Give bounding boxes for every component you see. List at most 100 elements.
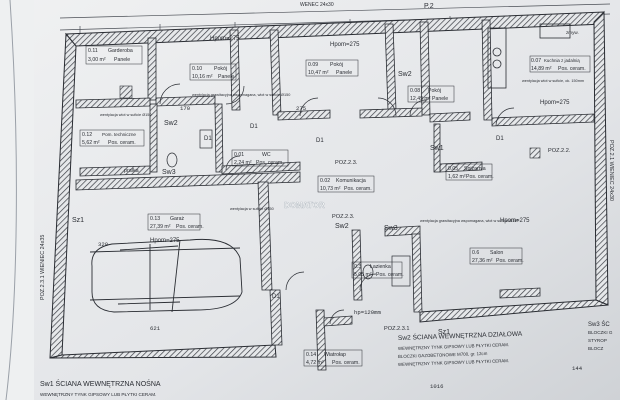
legend-line: WEWNĘTRZNY TYNK GIPSOWY LUB PŁYTKI CERAM… bbox=[398, 358, 509, 367]
side-label-left: POZ.2.3.1 WIENIEC 24x35 bbox=[40, 235, 46, 300]
room-name: Pokój bbox=[330, 62, 343, 68]
room-floor: Pos. ceram. bbox=[558, 66, 586, 72]
room-area: 1,62 m² bbox=[448, 174, 466, 180]
legend-line: BLOCZKI G bbox=[588, 330, 613, 335]
legend-line: STYROP bbox=[588, 338, 607, 343]
room-name: WC bbox=[262, 152, 271, 158]
dimension-value: 170 bbox=[180, 105, 191, 112]
legend-line: BLOCZKI GAZOBETONOWE M700, gr. 12cm bbox=[398, 351, 488, 359]
room-id: 0.6 bbox=[472, 250, 479, 256]
room-name: Kuchnia z jadalnią bbox=[544, 58, 580, 63]
room-kuchnia: 0.07 Kuchnia z jadalnią 14,89 m² Pos. ce… bbox=[529, 55, 591, 73]
wall-tags: Sw2 Sw2 Sw3 Sw1 Sz1 Sz1 Sw2 Sw3 bbox=[72, 71, 450, 336]
ventilation-note: wentylacja wlot w suficie Ø150 bbox=[100, 113, 152, 117]
room-floor: Pos. ceram. bbox=[256, 160, 284, 166]
room-salon: 0.6 Salon 27,36 m² Pos. ceram. bbox=[469, 247, 524, 265]
poz-label: POZ.2.2. bbox=[548, 148, 571, 154]
poz-label: POZ.2.3. bbox=[332, 214, 355, 220]
door-label: D1 bbox=[316, 138, 324, 144]
ventilation-note: wentylacja grawitacyjna wspomagana, wlot… bbox=[192, 93, 290, 97]
paper-margin-left bbox=[0, 0, 34, 400]
wall-tag: Sw1 bbox=[430, 145, 444, 152]
height-label: Hpom=275 bbox=[540, 100, 570, 106]
room-area: 12,49 m² bbox=[410, 96, 431, 102]
room-wc: 0.01 WC 2,24 m² Pos. ceram. bbox=[231, 149, 289, 167]
ventilation-note: wentylacja w suficie Ø150 bbox=[230, 207, 274, 211]
hatched-column bbox=[119, 85, 541, 159]
poz-labels: POZ.2.3. POZ.2.3. POZ.2.2. POZ.2.3.1 bbox=[332, 148, 571, 332]
kitchen-cabinets bbox=[487, 23, 571, 89]
room-area: 27,39 m² bbox=[150, 224, 171, 230]
height-label: Hpom=275 bbox=[330, 42, 360, 48]
room-floor: Panele bbox=[218, 74, 234, 80]
room-area: 4,72 m² bbox=[306, 360, 324, 366]
dimension-value: hp=120mm bbox=[354, 309, 381, 316]
ventilation-notes: wentylacja grawitacyjna wspomagana, wlot… bbox=[100, 79, 584, 223]
room-id: 0.10 bbox=[192, 66, 202, 72]
wc-fixtures bbox=[166, 129, 411, 287]
room-id: 0.13 bbox=[150, 216, 160, 222]
room-floor: Pos. ceram. bbox=[344, 186, 372, 192]
door-label: D1 bbox=[204, 136, 212, 142]
wall-tag: Sw2 bbox=[335, 223, 349, 230]
door-labels: D1 D1 D1 D1 D1 bbox=[204, 124, 504, 300]
wall-tag: Sw2 bbox=[164, 120, 178, 127]
internal-walls bbox=[75, 19, 595, 371]
room-garderoba: 0.11 Garderoba 3,00 m² Panele bbox=[85, 45, 143, 65]
room-area: 5,62 m² bbox=[82, 140, 100, 146]
watermark-logo: DOMATOR bbox=[284, 201, 325, 210]
wall-tag: Sz1 bbox=[438, 329, 450, 336]
ventilation-note: wentylacja grawitacyjna wspomagana, wlot… bbox=[420, 219, 518, 223]
room-id: 0.09 bbox=[308, 62, 318, 68]
room-id: 0.01 bbox=[234, 152, 244, 158]
room-area: 10,73 m² bbox=[320, 186, 341, 192]
room-id: 0.08 bbox=[410, 88, 420, 94]
room-labels: 0.11 Garderoba 3,00 m² Panele 0.10 Pokój… bbox=[79, 45, 591, 367]
room-floor: Pos. ceram. bbox=[332, 360, 360, 366]
room-area: 2,24 m² bbox=[234, 160, 252, 166]
room-pom-techniczne: 0.12 Pom. techniczne 5,62 m² Pos. ceram. bbox=[79, 129, 145, 147]
dimension-labels: 170 320 621 1016 144 275 hp=120mm bbox=[98, 105, 583, 390]
room-komunikacja: 0.02 Komunikacja 10,73 m² Pos. ceram. bbox=[317, 175, 375, 193]
room-name: Łazienka bbox=[370, 264, 391, 270]
room-lazienka: 0.3 Łazienka 5,05 m² Pos. ceram. bbox=[351, 261, 404, 279]
room-floor: Pos. ceram. bbox=[496, 258, 524, 264]
room-id: 0.3 bbox=[354, 264, 361, 270]
room-name: Garaż bbox=[170, 216, 185, 222]
room-pokoj-3: 0.08 Pokój 12,49 m² Panele bbox=[407, 85, 455, 103]
room-name: Pokój bbox=[428, 88, 441, 94]
dimension-value: 275 bbox=[296, 105, 306, 112]
wall-tag: Sz1 bbox=[72, 217, 84, 224]
room-floor: Pos. ceram. bbox=[376, 272, 404, 278]
room-name: Komunikacja bbox=[336, 178, 366, 184]
legend-line: BLOCZ bbox=[588, 346, 604, 351]
room-pokoj-2: 0.09 Pokój 10,47 m² Panele bbox=[305, 59, 359, 77]
fixture-label: zmyw. bbox=[566, 30, 579, 35]
door-label: D1 bbox=[272, 294, 280, 300]
ventilation-note: wentylacja wlot w suficie, ok. 150mm bbox=[522, 79, 584, 83]
dimension-value: 1016 bbox=[430, 383, 443, 390]
room-id: 0.11 bbox=[88, 48, 98, 54]
door-label: D1 bbox=[496, 136, 504, 142]
room-id: 0.07 bbox=[531, 58, 541, 64]
wall-tag: Sw2 bbox=[398, 71, 412, 78]
legend-sw1: Sw1 ŚCIANA WEWNĘTRZNA NOŚNA WEWNĘTRZNY T… bbox=[40, 379, 161, 397]
legend-sw3: Sw3 ŚC BLOCZKI G STYROP BLOCZ bbox=[588, 320, 613, 351]
poz-label: POZ.2.3.1 bbox=[384, 326, 410, 332]
room-id: 0.05 bbox=[448, 166, 458, 172]
header-door-label: WENEC 24x30 bbox=[300, 2, 334, 8]
room-area: 27,36 m² bbox=[472, 258, 493, 264]
legend-title: Sw3 ŚC bbox=[588, 320, 610, 328]
dimension-value: 621 bbox=[150, 325, 161, 332]
height-label: Hpom=275 bbox=[150, 238, 180, 244]
poz-label: POZ.2.3. bbox=[335, 160, 358, 166]
room-name: Garderoba bbox=[108, 48, 133, 54]
room-area: 10,16 m² bbox=[192, 74, 213, 80]
room-floor: Pos. ceram. bbox=[466, 174, 494, 180]
legend-line: WEWNĘTRZNY TYNK GIPSOWY LUB PŁYTKI CERAM… bbox=[398, 342, 509, 351]
room-name: Spiżarnia bbox=[464, 166, 486, 172]
room-floor: Pos. ceram. bbox=[176, 224, 204, 230]
door-label: D1 bbox=[250, 124, 258, 130]
